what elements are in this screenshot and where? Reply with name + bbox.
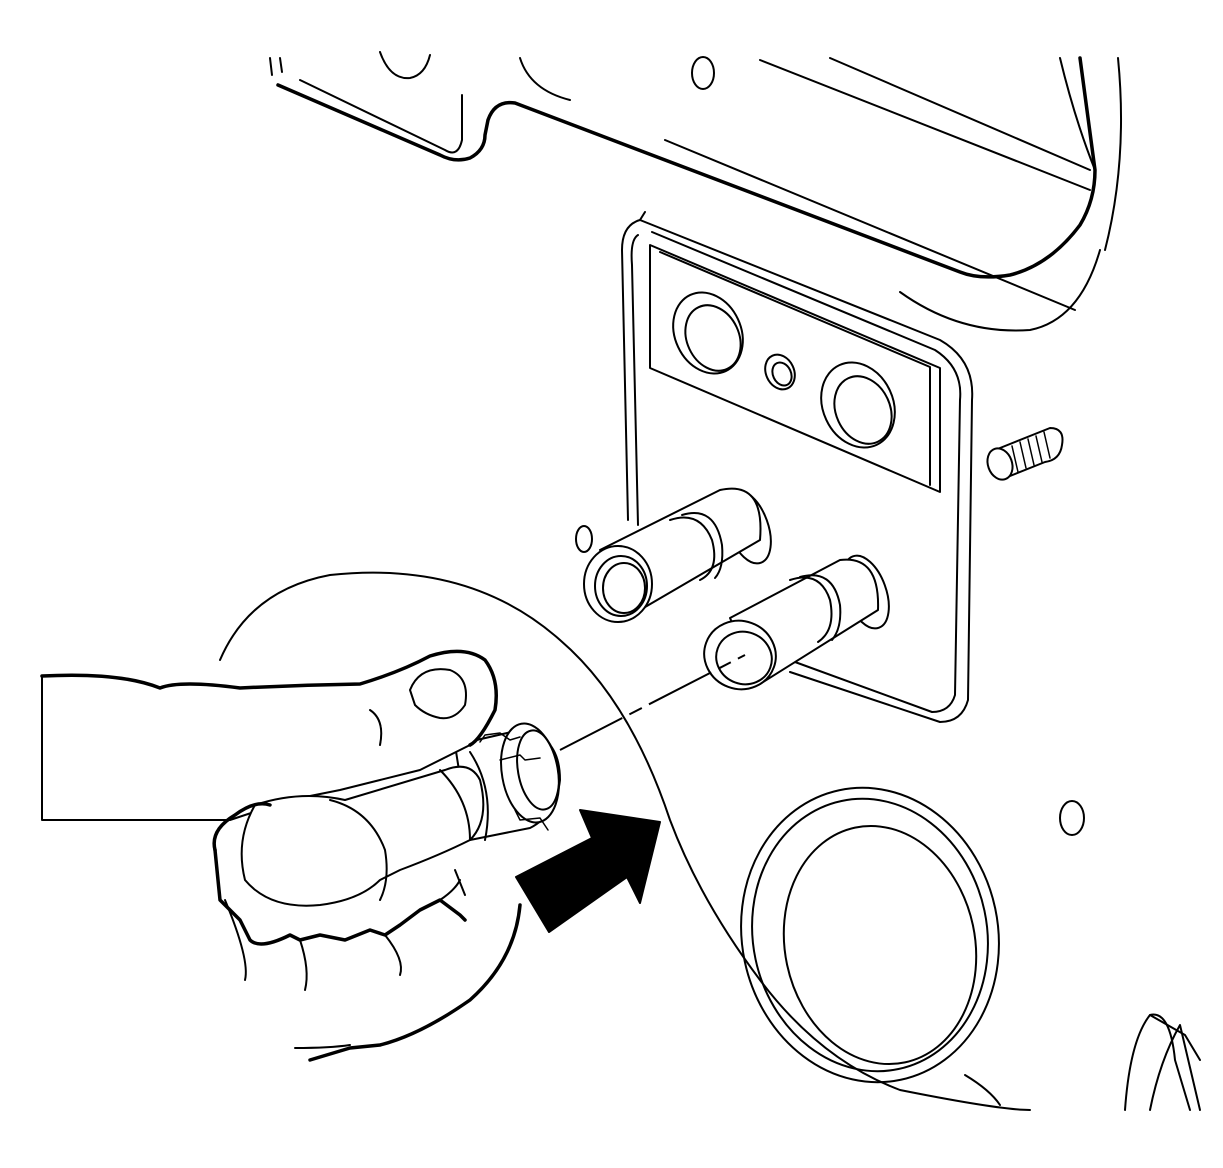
mount-hole <box>1059 800 1085 836</box>
housing-contour <box>219 571 1031 1111</box>
upper-port-left <box>672 291 744 375</box>
alignment-line <box>559 654 746 751</box>
upper-pipe <box>583 487 772 623</box>
port-plate <box>575 211 974 723</box>
upper-port-right <box>820 361 896 449</box>
housing-panel <box>269 51 1123 332</box>
large-opening <box>740 786 1001 1106</box>
hand <box>40 649 522 1062</box>
lower-pipe <box>703 554 890 691</box>
direction-arrow <box>515 809 661 933</box>
stud <box>986 427 1064 481</box>
center-bolt-hole <box>764 353 796 391</box>
bracket <box>1124 1013 1201 1111</box>
